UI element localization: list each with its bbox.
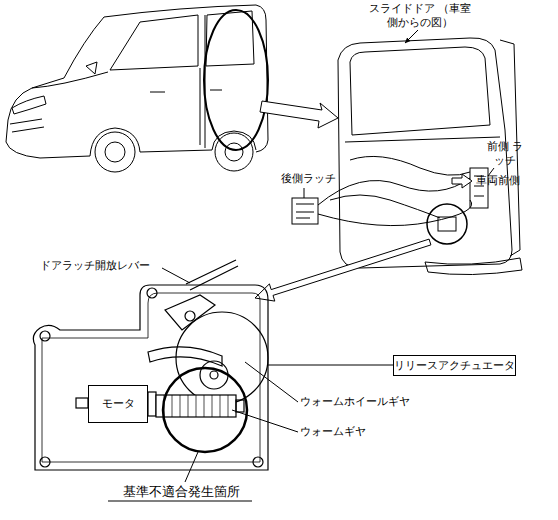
car-grille [10, 119, 44, 132]
car-window [206, 11, 254, 66]
hollow-arrow [452, 174, 472, 188]
actuator-small [438, 217, 456, 231]
car-illustration [6, 5, 268, 172]
motor-body: モータ [88, 385, 148, 423]
door-panel-line [345, 137, 500, 142]
leader-line [162, 268, 190, 283]
car-body [8, 5, 268, 152]
part-name: 後側ラッチ [281, 172, 351, 186]
motor-end-cap [148, 392, 156, 416]
worm-wheel-hub [200, 361, 228, 389]
mount-hole [40, 331, 50, 341]
car-door-handle [150, 90, 222, 92]
housing-inner [42, 293, 260, 462]
highlight-circle [427, 204, 467, 244]
car-wheel-hub [105, 142, 125, 162]
leader-line [185, 452, 198, 482]
mount-hole [253, 457, 263, 467]
car-hood-line [32, 72, 108, 88]
door-rail [425, 258, 522, 275]
cable [330, 195, 440, 218]
leader-line [268, 365, 393, 366]
rear-latch [292, 198, 318, 224]
part-name: ドアラッチ開放レバー [40, 259, 170, 273]
callout-box: リリースアクチュエータ [393, 355, 516, 376]
actuator-housing [33, 285, 268, 470]
node-text: リリースアクチュエータ [394, 359, 515, 373]
part-name: ウォームホイールギヤ [300, 395, 430, 409]
mount-hole [147, 288, 157, 298]
leader-line [304, 188, 305, 198]
worm-wheel [176, 312, 268, 404]
car-headlight [12, 96, 46, 114]
door-outline [338, 38, 512, 268]
worm-end [236, 400, 244, 412]
hollow-arrow [255, 239, 431, 301]
sliding-door [292, 38, 522, 275]
leader-line [405, 30, 418, 43]
worm-gear [156, 395, 236, 417]
car-window [110, 15, 198, 70]
cable [350, 156, 470, 175]
part-name: 前側 ラッチ [486, 140, 524, 168]
release-actuator [33, 260, 268, 470]
direction-label: 車両前側 [476, 174, 546, 188]
leader-line [245, 362, 298, 402]
worm-wheel-axle [210, 371, 218, 379]
underline [108, 500, 252, 501]
car-wheel-hub [225, 143, 243, 161]
rear-latch-detail [296, 204, 314, 218]
car-wheel [215, 133, 253, 171]
sector-gear [148, 347, 222, 366]
node-text: モータ [102, 397, 135, 411]
highlight-circle [163, 368, 247, 452]
part-name: ウォームギヤ [300, 425, 400, 439]
motor-shaft [76, 398, 88, 408]
mount-hole [40, 457, 50, 467]
door-window [350, 47, 490, 135]
defect-location-label: 基準不適合発生箇所 [108, 484, 254, 500]
worm-thread [164, 395, 228, 417]
car-mirror [86, 62, 97, 74]
hollow-arrow [260, 101, 338, 128]
car-wheel [95, 132, 135, 172]
highlight-ellipse [204, 10, 268, 150]
release-lever-rod [186, 260, 238, 290]
part-name: スライドドア （車室側からの図） [366, 2, 474, 30]
leader-line [232, 410, 298, 432]
pivot [185, 311, 195, 321]
